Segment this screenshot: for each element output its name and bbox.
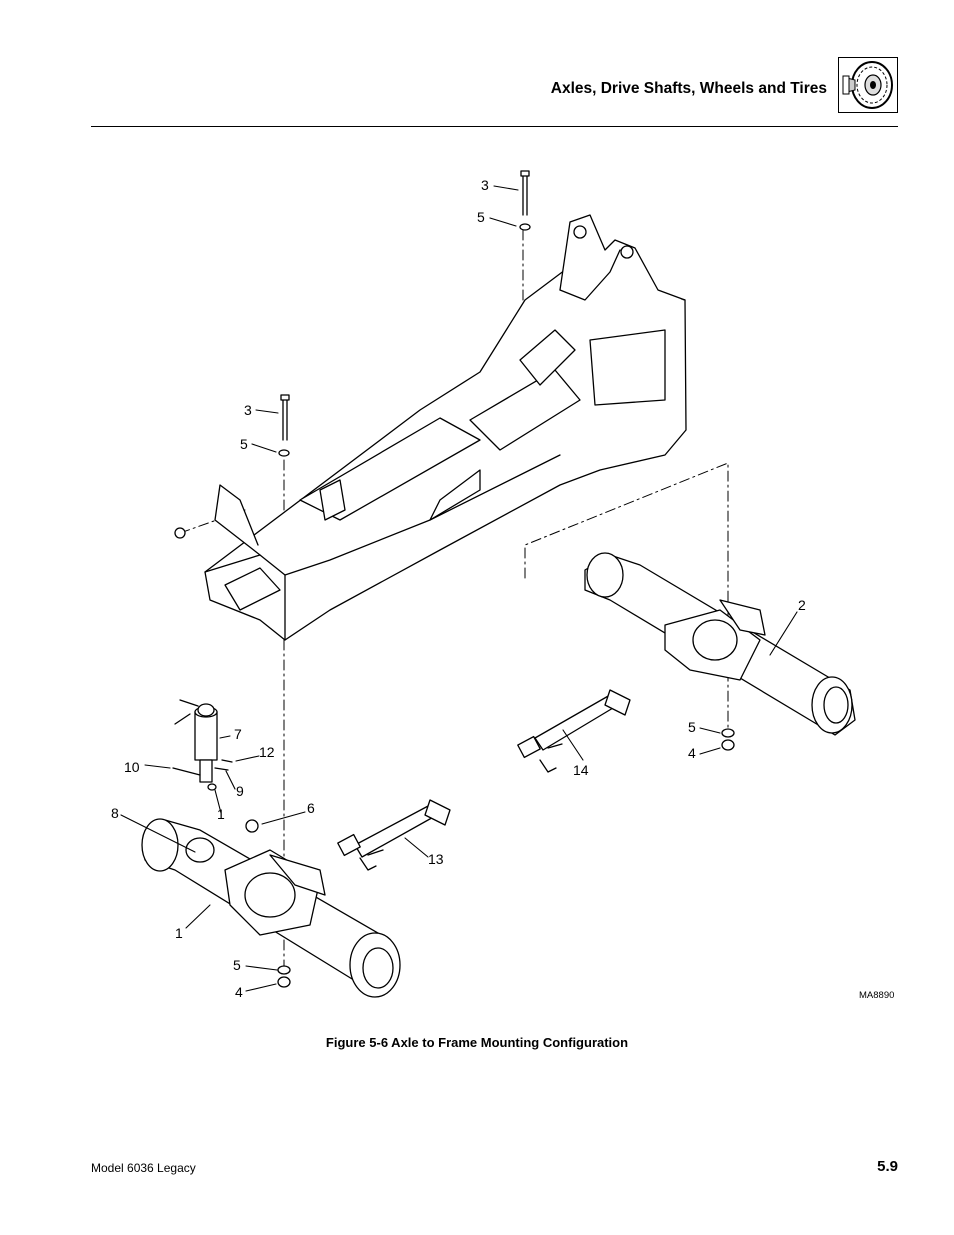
front-axle [141,818,401,998]
callout-label: 3 [244,402,252,418]
callout-label: 12 [259,744,275,760]
callout-label: 13 [428,851,444,867]
callout-label: 4 [688,745,696,761]
callout-label: 1 [175,925,183,941]
main-frame [204,214,687,641]
callout-label: 5 [240,436,248,452]
callout-label: 5 [477,209,485,225]
callout-label: 9 [236,783,244,799]
front-axle-hardware [277,965,291,988]
rear-axle [584,552,856,736]
figure-caption: Figure 5-6 Axle to Frame Mounting Config… [325,1035,629,1050]
callout-label: 5 [233,957,241,973]
callout-label: 2 [798,597,806,613]
callout-label: 3 [481,177,489,193]
tire-icon [838,57,898,113]
callout-label: 7 [234,726,242,742]
page-number: 5.9 [877,1158,898,1175]
drive-shaft-14 [517,689,631,773]
callout-label: 4 [235,984,243,1000]
drive-shaft-13 [337,799,451,871]
callout-label: 8 [111,805,119,821]
upper-bolt [174,170,531,539]
callout-label: 10 [124,759,140,775]
oscillation-cylinder [172,699,233,791]
callout-label: 1 [217,806,225,822]
callout-label: 5 [688,719,696,735]
section-title: Axles, Drive Shafts, Wheels and Tires [550,80,827,97]
drawing-number: MA8890 [859,990,895,1001]
leader-lines [120,185,798,992]
header-divider [91,126,898,127]
footer-model: Model 6036 Legacy [91,1161,196,1175]
callout-label: 14 [573,762,589,778]
bushing [245,819,259,833]
callout-label: 6 [307,800,315,816]
rear-axle-hardware [721,728,735,751]
